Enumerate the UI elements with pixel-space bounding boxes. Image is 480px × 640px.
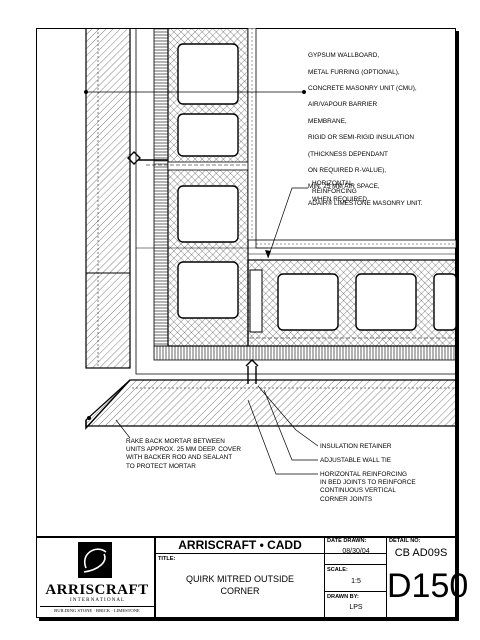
note-line: METAL FURRING (OPTIONAL), — [308, 68, 400, 76]
limestone-unit-vertical — [85, 28, 131, 369]
detail-label: DETAIL No: — [389, 538, 421, 544]
logo-wordmark: ARRISCRAFT — [45, 582, 149, 598]
note-line: (THICKNESS DEPENDANT — [308, 150, 388, 158]
insulation-vertical — [153, 28, 169, 347]
limestone-unit-horizontal — [85, 379, 456, 427]
drawing-title-line2: CORNER — [220, 586, 260, 596]
tb-divider-2 — [324, 536, 325, 618]
horizontal-reinforcing-note: HORIZONTAL REINFORCING WHEN REQUIRED — [312, 180, 368, 204]
drawn-by-label: DRAWN BY: — [327, 594, 359, 600]
tb-date-rule — [324, 564, 386, 565]
logo-international: I N T E R N A T I O N A L — [69, 598, 125, 603]
note-line: ADAIR® LIMESTONE MASONRY UNIT. — [308, 199, 423, 207]
materials-note: GYPSUM WALLBOARD, METAL FURRING (OPTIONA… — [308, 44, 448, 216]
adjustable-tie-note: ADJUSTABLE WALL TIE — [320, 457, 392, 464]
arrowhead — [265, 250, 271, 258]
tb-header-rule — [154, 553, 386, 554]
cmu-horizontal — [247, 259, 456, 347]
drawing-title-line1: QUIRK MITRED OUTSIDE — [185, 574, 294, 584]
sealant-bead — [87, 416, 91, 420]
note-line: CONCRETE MASONRY UNIT (CMU), — [308, 85, 417, 93]
sheet-shadow-bottom — [39, 618, 459, 621]
note-line: RIGID OR SEMI-RIGID INSULATION — [308, 134, 415, 142]
note-line: MEMBRANE, — [308, 117, 347, 125]
scale-value: 1:5 — [351, 578, 361, 585]
tb-divider-3 — [386, 536, 387, 618]
section-drawing — [84, 28, 456, 475]
quirk-mitre-line — [85, 379, 131, 430]
drawn-by-value: LPS — [349, 604, 363, 611]
bed-joints-note: HORIZONTAL REINFORCING IN BED JOINTS TO … — [320, 471, 416, 503]
note-line: MIN. 25 MM AIR SPACE, — [308, 183, 380, 191]
date-value: 08/30/04 — [342, 548, 370, 555]
note-line: GYPSUM WALLBOARD, — [308, 52, 380, 60]
tb-top-rule — [36, 536, 456, 538]
leader-lines — [84, 90, 319, 475]
tb-divider-1 — [154, 536, 156, 618]
note-line: AIR/VAPOUR BARRIER — [308, 101, 378, 109]
wall-tie-vertical — [127, 151, 168, 165]
insulation-horizontal — [153, 345, 456, 361]
scale-label: SCALE: — [327, 567, 348, 573]
detail-number: D150 — [387, 567, 469, 605]
title-block: ARRISCRAFT I N T E R N A T I O N A L BUI… — [36, 536, 469, 618]
detail-code: CB AD09S — [394, 547, 448, 559]
air-space-line — [135, 28, 456, 375]
logo-tagline: BUILDING STONE · BRICK · LIMESTONE — [40, 606, 154, 613]
sheet-shadow-right — [456, 31, 459, 621]
cmu-vertical — [146, 28, 249, 347]
cadd-header: ARRISCRAFT • CADD — [178, 538, 302, 552]
note-line: ON REQUIRED R-VALUE), — [308, 167, 386, 175]
tb-scale-rule — [324, 591, 386, 592]
date-label: DATE DRAWN: — [327, 538, 367, 544]
wall-tie-horizontal — [245, 359, 259, 384]
drawing-sheet: GYPSUM WALLBOARD, METAL FURRING (OPTIONA… — [36, 28, 469, 621]
rake-back-note: RAKE BACK MORTAR BETWEEN UNITS APPROX. 2… — [126, 438, 241, 470]
insulation-retainer-note: INSULATION RETAINER — [320, 443, 392, 450]
title-label: TITLE: — [158, 556, 176, 562]
arriscraft-logo-icon — [78, 542, 112, 578]
